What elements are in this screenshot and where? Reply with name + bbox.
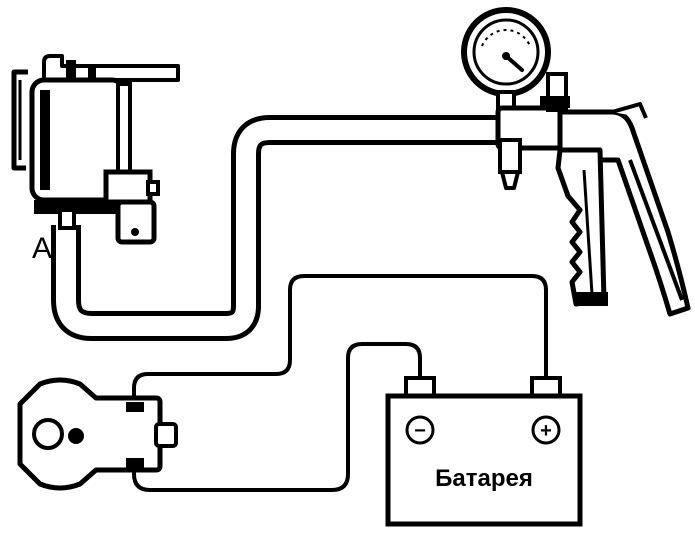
positive-terminal-label: + xyxy=(540,420,552,442)
electric-switch xyxy=(17,377,178,491)
valve-a xyxy=(11,54,180,245)
pressure-gauge xyxy=(461,7,551,114)
vacuum-pump xyxy=(461,7,691,317)
battery: − + Батарея xyxy=(385,376,583,527)
negative-terminal-label: − xyxy=(414,420,426,442)
wires xyxy=(132,274,548,492)
component-a-label: А xyxy=(32,232,52,265)
battery-label: Батарея xyxy=(435,465,533,492)
vacuum-hose xyxy=(51,115,500,341)
